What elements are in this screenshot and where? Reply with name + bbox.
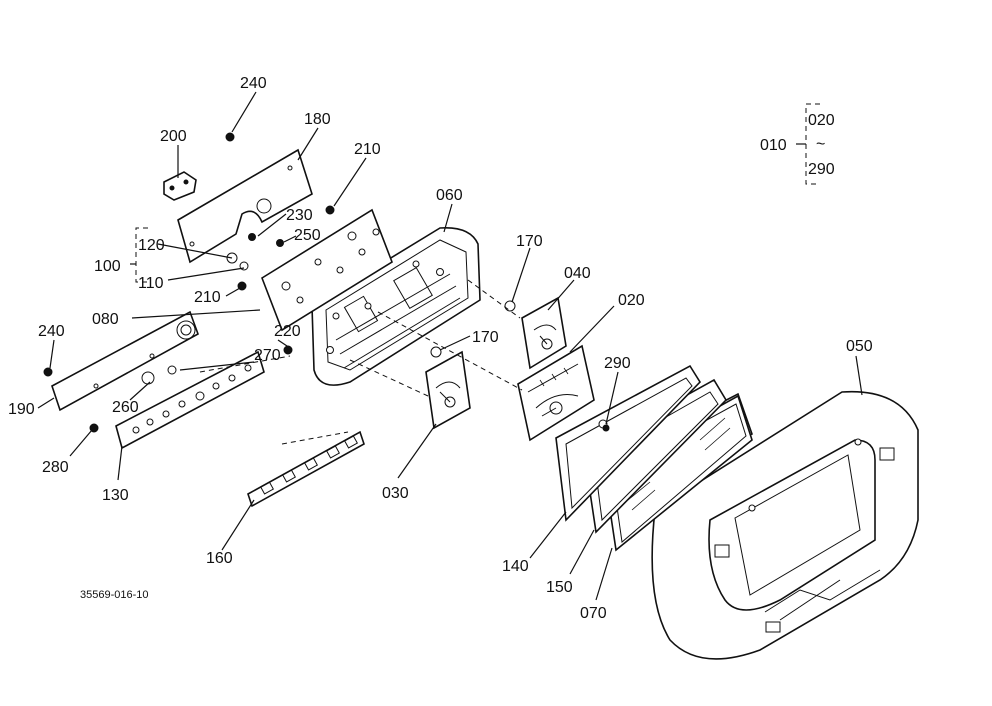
group-member-120: 120 [138, 237, 165, 254]
callout-030: 030 [382, 485, 409, 502]
callout-230: 230 [286, 207, 313, 224]
callout-170: 170 [472, 329, 499, 346]
callout-150: 150 [546, 579, 573, 596]
part-130-indicator-plate [115, 350, 265, 450]
callout-270: 270 [254, 347, 281, 364]
callout-070: 070 [580, 605, 607, 622]
part-200-connector [163, 171, 197, 201]
part-180-back-plate [177, 148, 313, 264]
part-050-bezel-cover [651, 390, 919, 660]
group-label-100: 100 [94, 258, 121, 275]
callout-200: 200 [160, 128, 187, 145]
part-190-lower-plate [51, 310, 199, 412]
assembly-range-end: 290 [808, 161, 835, 178]
callout-040: 040 [564, 265, 591, 282]
part-030-small-gauge [425, 350, 471, 430]
callout-180: 180 [304, 111, 331, 128]
callout-130: 130 [102, 487, 129, 504]
callout-290: 290 [604, 355, 631, 372]
callout-170: 170 [516, 233, 543, 250]
part-020-dial-plate [517, 344, 595, 442]
part-140-lens-frame [555, 364, 702, 522]
callout-240: 240 [240, 75, 267, 92]
assembly-range-start: 020 [808, 112, 835, 129]
callout-140: 140 [502, 558, 529, 575]
callout-190: 190 [8, 401, 35, 418]
callout-160: 160 [206, 550, 233, 567]
callout-250: 250 [294, 227, 321, 244]
assembly-range-sep: ~ [816, 136, 825, 153]
part-060-main-case [311, 227, 481, 386]
part-080-circuit-plate [261, 208, 393, 332]
callout-020: 020 [618, 292, 645, 309]
part-160-switch-strip [247, 430, 365, 508]
callout-060: 060 [436, 187, 463, 204]
callout-080: 080 [92, 311, 119, 328]
callout-210: 210 [354, 141, 381, 158]
assembly-label: 010 [760, 137, 787, 154]
callout-210: 210 [194, 289, 221, 306]
callout-050: 050 [846, 338, 873, 355]
callout-260: 260 [112, 399, 139, 416]
leader-lines [37, 91, 863, 601]
callout-280: 280 [42, 459, 69, 476]
part-040-small-gauge [521, 296, 567, 370]
group-member-110: 110 [138, 275, 164, 292]
callout-240: 240 [38, 323, 65, 340]
callout-labels: 240 180 200 210 230 250 060 170 040 020 … [8, 75, 873, 622]
drawing-id: 35569-016-10 [80, 589, 149, 601]
callout-220: 220 [274, 323, 301, 340]
